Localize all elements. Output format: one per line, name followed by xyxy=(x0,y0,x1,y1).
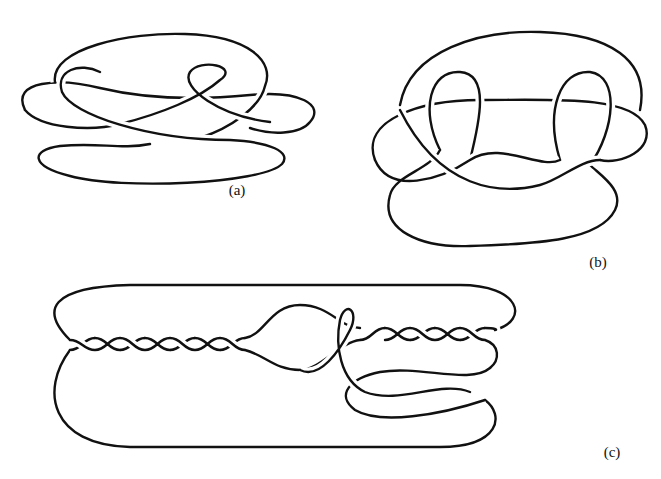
knot-c xyxy=(54,285,515,447)
figure-label: (a) xyxy=(229,182,246,199)
knot-b xyxy=(373,32,647,246)
figure-label: (b) xyxy=(589,254,607,271)
figure-label: (c) xyxy=(604,444,621,461)
knot-a xyxy=(22,34,314,184)
